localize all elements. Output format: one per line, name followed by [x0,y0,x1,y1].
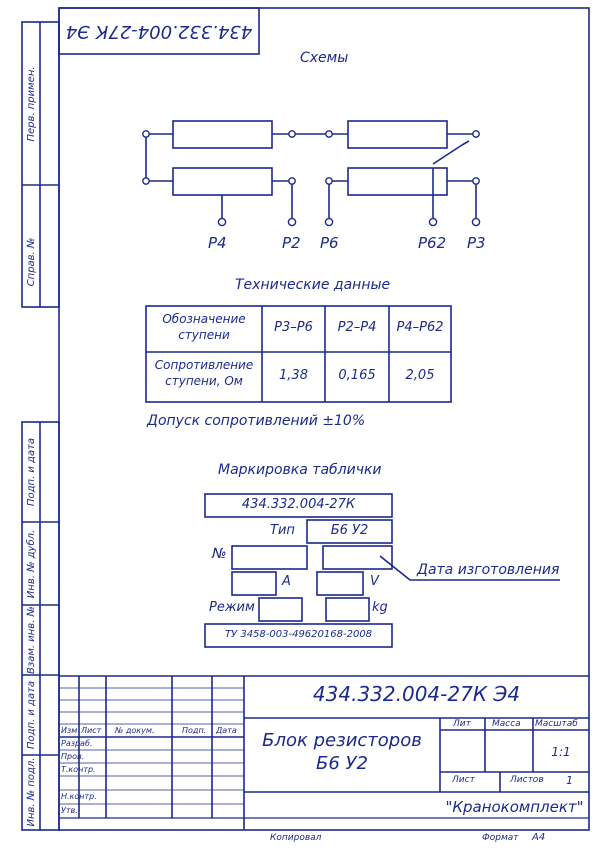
plate-kg-label: kg [372,600,388,615]
stamp-scale-value: 1:1 [551,745,571,759]
stamp-designation: 434.332.004-27К Э4 [312,682,521,706]
terminal-label-p3: Р3 [467,234,486,252]
resistor-1 [172,120,273,149]
main-frame [58,7,590,831]
stamp-col-signature: Подп. [182,726,207,735]
tech-row-resistance-label: Сопротивление ступени, Ом [154,358,254,388]
side-label-perv-primen: Перв. примен. [26,66,37,141]
schemes-title: Схемы [300,50,349,66]
tech-value-p2-p4: 0,165 [338,368,376,383]
circuit-scheme [145,120,477,218]
stamp-role-ncontrol: Н.контр. [61,792,97,801]
plate-volt-label: V [370,574,379,589]
stamp-scale-label: Масштаб [535,719,578,729]
tech-value-p4-p62: 2,05 [405,368,435,383]
stamp-role-tcontrol: Т.контр. [61,765,96,774]
terminal-label-p62: Р62 [418,234,447,252]
plate-ampere-label: А [282,574,291,589]
stamp-col-doc: № докум. [115,726,155,735]
stamp-sheets-label: Листов [510,775,544,785]
stamp-lit-label: Лит [453,719,471,729]
tech-col-p3-p6: Р3–Р6 [274,320,313,335]
tech-data-title: Технические данные [235,277,391,293]
terminal-label-p6: Р6 [320,234,339,252]
stamp-name-line2: Б6 У2 [316,753,368,774]
plate-boxes [204,493,560,648]
resistor-2 [172,167,273,196]
side-label-vzam-inv: Взам. инв. № [26,606,37,674]
stamp-role-developer: Разраб. [61,739,93,748]
terminal-label-p2: Р2 [282,234,301,252]
side-label-sprav: Справ. № [26,238,37,287]
stamp-name-line1: Блок резисторов [262,730,422,751]
plate-type-label: Тип [270,523,295,538]
tech-col-p4-p62: Р4–Р62 [396,320,444,335]
resistor-4 [347,167,448,196]
stamp-col-list: Лист [81,726,102,735]
stamp-col-izm: Изм [61,726,78,735]
side-label-inv-podl: Инв. № подл. [26,758,37,827]
stamp-mass-label: Масса [492,719,521,729]
plate-type-value: Б6 У2 [330,523,369,538]
tech-header-label: Обозначение ступени [162,312,246,342]
manufacture-date-callout: Дата изготовления [417,562,560,578]
plate-title: Маркировка таблички [218,462,382,478]
stamp-format-value: А4 [532,832,546,843]
stamp-role-approved: Утв. [61,806,78,815]
plate-tu: ТУ 3458-003-49620168-2008 [224,629,373,640]
plate-number-label: № [212,546,227,562]
terminal-label-p4: Р4 [208,234,227,252]
stamp-copied-label: Копировал [270,833,322,843]
tolerance-note: Допуск сопротивлений ±10% [147,413,366,429]
resistor-3 [347,120,448,149]
stamp-company: "Кранокомплект" [445,798,584,816]
side-label-inv-dubl: Инв. № дубл. [25,530,37,598]
stamp-sheets-value: 1 [566,774,573,787]
stamp-col-date: Дата [216,726,237,735]
stamp-format-label: Формат [482,833,519,843]
plate-code: 434.332.004-27К [241,497,356,512]
side-label-podp-data-1: Подп. и дата [26,438,37,506]
tech-value-p3-p6: 1,38 [279,368,308,383]
side-label-podp-data-2: Подп. и дата [26,681,37,749]
stamp-role-checker: Пров. [61,752,85,761]
stamp-sheet-label: Лист [452,775,475,785]
plate-mode-label: Режим [209,600,255,615]
corner-code-box [58,7,260,55]
corner-code: 434.332.004-27К Э4 [66,21,252,42]
tech-table-grid [145,305,452,403]
tech-col-p2-p4: Р2–Р4 [337,320,377,335]
